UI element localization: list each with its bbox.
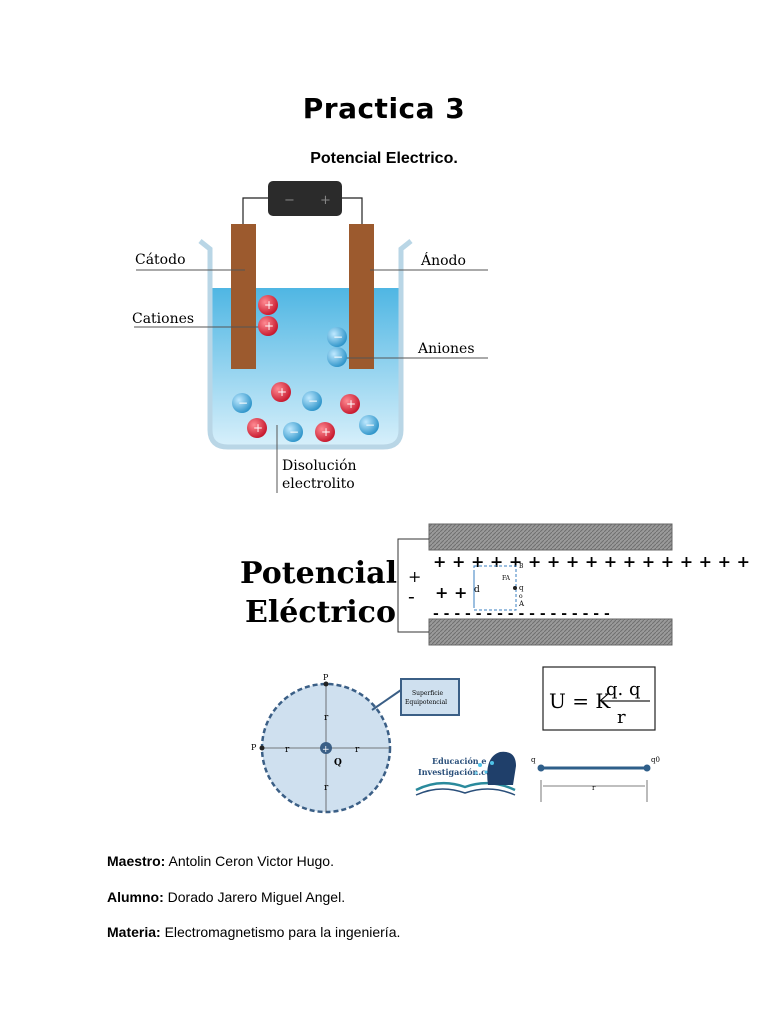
cathode-label: Cátodo [135,252,186,268]
subject-label: Materia: [107,924,161,940]
svg-text:A: A [518,600,525,608]
cation-ion [258,295,278,315]
svg-text:Superficie: Superficie [412,690,444,697]
cation-sign: + [264,298,274,312]
cation-sign: + [277,385,287,399]
teacher-value: Antolin Ceron Victor Hugo. [165,853,334,869]
minus-terminal: - [408,584,415,608]
wire-left [242,197,268,225]
svg-text:d: d [474,585,480,595]
anion-ion [302,391,322,411]
cation-ion [258,316,278,336]
page-title: Practica 3 [302,92,466,125]
svg-text:Educación e: Educación e [432,756,487,766]
teacher-label: Maestro: [107,853,166,869]
formula-lhs: U = K [549,689,611,713]
svg-text:r: r [324,783,329,793]
battery [268,181,342,216]
anion-ion [327,347,347,367]
student-value: Dorado Jarero Miguel Angel. [163,889,346,905]
svg-text:Q: Q [334,758,342,768]
svg-text:o: o [519,593,523,600]
formula-box [542,666,656,731]
cations-label: Cationes [132,311,194,327]
solution-label-2: electrolito [282,476,355,492]
svg-text:r: r [285,745,290,755]
anion-sign: − [365,418,375,432]
svg-text:B: B [519,563,524,570]
anion-ion [359,415,379,435]
svg-text:q: q [519,584,524,592]
cation-ion [315,422,335,442]
anion-sign: − [333,350,343,364]
formula-numerator: q. q [606,679,641,700]
svg-text:FA: FA [502,575,511,582]
mid-charges: + + [435,583,467,602]
svg-text:+: + [322,745,330,755]
anion-sign: − [289,425,299,439]
formula-denominator: r [617,707,626,728]
battery-plus: + [320,193,331,208]
callout-box [400,678,460,716]
wire-right [342,197,363,225]
page-subtitle: Potencial Electrico. [310,150,458,167]
teacher-line: Maestro: Antolin Ceron Victor Hugo. [107,853,334,869]
cation-ion [340,394,360,414]
svg-text:q: q [531,756,536,764]
anion-ion [283,422,303,442]
battery-minus: − [284,193,295,208]
top-plate [428,523,673,551]
svg-text:Investigación.com: Investigación.com [418,767,500,777]
svg-text:P: P [251,743,257,752]
bottom-charges: - - - - - - - - - - - - - - - - - [433,606,610,622]
svg-text:r: r [324,713,329,723]
cation-sign: + [264,319,274,333]
subject-value: Electromagnetismo para la ingeniería. [160,924,401,940]
anion-sign: − [238,396,248,410]
anion-sign: − [333,330,343,344]
beaker [198,239,413,450]
cathode-electrode [231,224,256,369]
top-charges: + + + + + + + + + + + + + + + + + [433,552,750,571]
cation-sign: + [321,425,331,439]
charge-q [320,742,332,754]
cation-ion [247,418,267,438]
subject-line: Materia: Electromagnetismo para la ingen… [107,924,400,940]
solution-label-1: Disolución [282,458,357,474]
plates-heading-2: Eléctrico [245,595,396,630]
anion-sign: − [308,394,318,408]
cation-sign: + [346,397,356,411]
cation-ion [271,382,291,402]
anode-label: Ánodo [420,251,466,269]
student-label: Alumno: [107,889,164,905]
svg-text:P: P [323,673,329,682]
svg-text:Equipotencial: Equipotencial [405,699,447,706]
svg-text:q0: q0 [651,756,660,764]
plus-terminal: + [408,567,421,586]
anions-label: Aniones [417,341,475,357]
education-logo: Educación e Investigación.com [415,751,516,796]
anion-ion [232,393,252,413]
anode-electrode [349,224,374,369]
svg-text:r: r [592,784,596,792]
cation-sign: + [253,421,263,435]
student-line: Alumno: Dorado Jarero Miguel Angel. [107,889,345,905]
plates-heading-1: Potencial [240,556,397,591]
svg-text:r: r [355,745,360,755]
anion-ion [327,327,347,347]
